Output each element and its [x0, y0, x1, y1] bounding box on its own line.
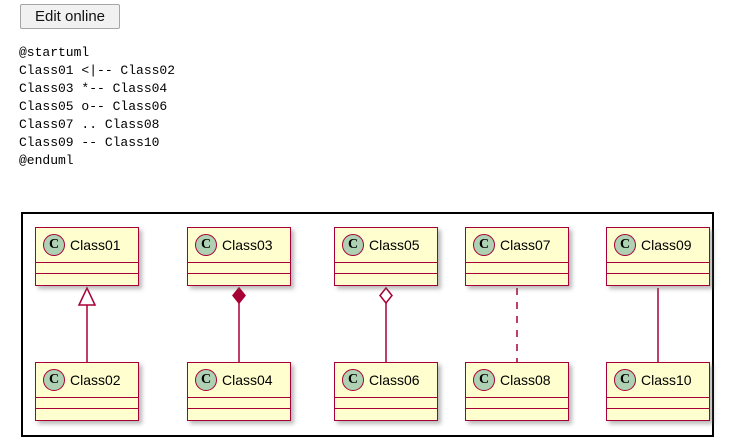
uml-class-name: Class08 — [500, 372, 551, 388]
class-circle-icon: C — [473, 369, 495, 391]
uml-methods-compartment — [36, 274, 138, 285]
uml-class-header: C Class06 — [335, 363, 437, 398]
uml-methods-compartment — [188, 274, 290, 285]
uml-class-header: C Class01 — [36, 228, 138, 263]
class-circle-icon: C — [43, 234, 65, 256]
uml-attributes-compartment — [335, 263, 437, 274]
composition-diamond — [232, 286, 246, 305]
uml-class-class03[interactable]: C Class03 — [187, 227, 291, 286]
uml-class-name: Class07 — [500, 237, 551, 253]
uml-attributes-compartment — [188, 398, 290, 409]
uml-attributes-compartment — [36, 263, 138, 274]
aggregation-diamond — [379, 286, 393, 305]
class-circle-icon: C — [342, 234, 364, 256]
uml-class-name: Class03 — [222, 237, 273, 253]
uml-methods-compartment — [607, 274, 709, 285]
class-circle-icon: C — [195, 369, 217, 391]
class-circle-icon: C — [614, 369, 636, 391]
class-circle-icon: C — [195, 234, 217, 256]
uml-class-header: C Class08 — [466, 363, 568, 398]
uml-class-class06[interactable]: C Class06 — [334, 362, 438, 421]
uml-class-header: C Class02 — [36, 363, 138, 398]
uml-class-header: C Class09 — [607, 228, 709, 263]
uml-attributes-compartment — [607, 263, 709, 274]
uml-methods-compartment — [607, 409, 709, 420]
edit-online-button[interactable]: Edit online — [20, 4, 120, 29]
uml-class-header: C Class04 — [188, 363, 290, 398]
plantuml-source-code: @startuml Class01 <|-- Class02 Class03 *… — [19, 45, 176, 168]
uml-class-header: C Class07 — [466, 228, 568, 263]
diagram-connectors — [77, 286, 659, 362]
uml-attributes-compartment — [36, 398, 138, 409]
uml-class-name: Class04 — [222, 372, 273, 388]
uml-class-class10[interactable]: C Class10 — [606, 362, 710, 421]
class-circle-icon: C — [43, 369, 65, 391]
uml-class-header: C Class05 — [335, 228, 437, 263]
uml-attributes-compartment — [335, 398, 437, 409]
uml-class-class08[interactable]: C Class08 — [465, 362, 569, 421]
uml-class-header: C Class03 — [188, 228, 290, 263]
class-circle-icon: C — [614, 234, 636, 256]
inheritance-arrowhead — [77, 286, 97, 306]
uml-class-class09[interactable]: C Class09 — [606, 227, 710, 286]
uml-class-name: Class05 — [369, 237, 420, 253]
relation-extension-class02-class01[interactable] — [77, 286, 97, 362]
class-circle-icon: C — [342, 369, 364, 391]
uml-methods-compartment — [466, 409, 568, 420]
uml-methods-compartment — [36, 409, 138, 420]
relation-aggregation-class06-class05[interactable] — [379, 286, 393, 362]
class-circle-icon: C — [473, 234, 495, 256]
uml-attributes-compartment — [466, 263, 568, 274]
uml-class-class01[interactable]: C Class01 — [35, 227, 139, 286]
uml-attributes-compartment — [466, 398, 568, 409]
uml-class-name: Class01 — [70, 237, 121, 253]
uml-class-name: Class09 — [641, 237, 692, 253]
uml-class-class07[interactable]: C Class07 — [465, 227, 569, 286]
uml-class-name: Class02 — [70, 372, 121, 388]
relation-composition-class04-class03[interactable] — [232, 286, 246, 362]
uml-methods-compartment — [335, 409, 437, 420]
uml-attributes-compartment — [188, 263, 290, 274]
uml-class-class02[interactable]: C Class02 — [35, 362, 139, 421]
uml-methods-compartment — [466, 274, 568, 285]
uml-methods-compartment — [188, 409, 290, 420]
uml-class-class04[interactable]: C Class04 — [187, 362, 291, 421]
uml-class-header: C Class10 — [607, 363, 709, 398]
uml-methods-compartment — [335, 274, 437, 285]
uml-class-name: Class06 — [369, 372, 420, 388]
uml-attributes-compartment — [607, 398, 709, 409]
uml-class-class05[interactable]: C Class05 — [334, 227, 438, 286]
uml-class-name: Class10 — [641, 372, 692, 388]
